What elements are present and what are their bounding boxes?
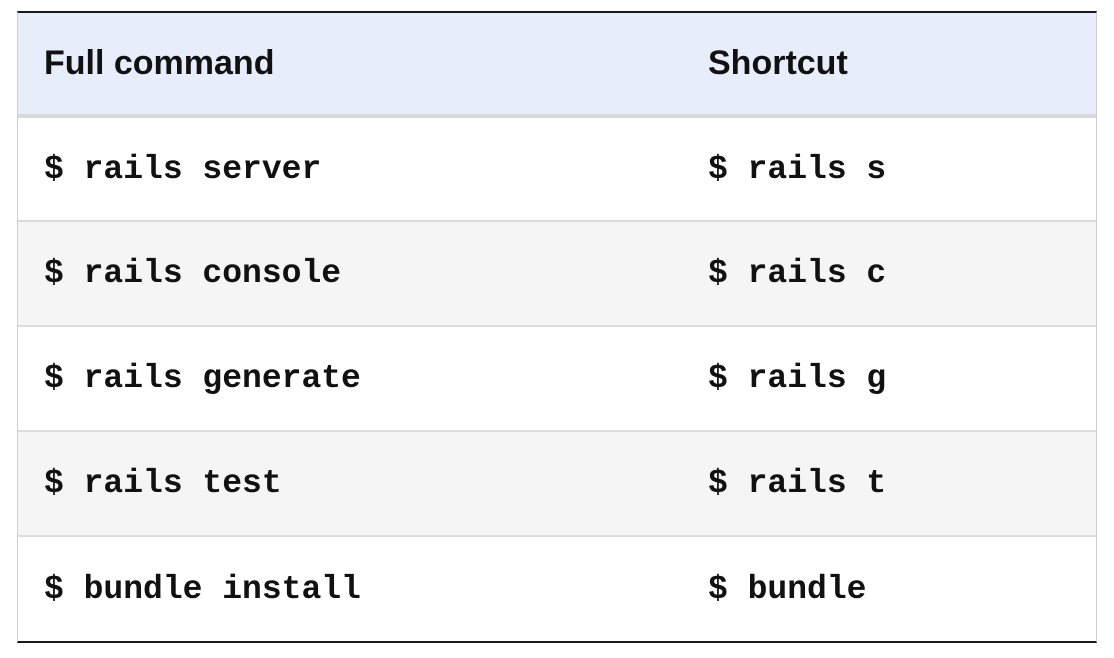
shortcut-cell: $ rails g — [708, 360, 887, 397]
table-row: $ rails console $ rails c — [18, 221, 1096, 326]
shortcut-cell: $ rails s — [708, 150, 887, 188]
table-row: $ rails test $ rails t — [18, 431, 1096, 536]
table-row: $ rails server $ rails s — [18, 116, 1096, 221]
shortcut-cell: $ bundle — [708, 570, 867, 608]
full-command-cell: $ rails console — [44, 255, 342, 292]
full-command-cell: $ rails generate — [44, 360, 361, 397]
table-row: $ rails generate $ rails g — [18, 326, 1096, 431]
shortcut-cell: $ rails t — [708, 465, 887, 502]
full-command-cell: $ rails test — [44, 465, 282, 502]
full-command-cell: $ bundle install — [44, 570, 361, 608]
header-shortcut: Shortcut — [708, 44, 848, 82]
table-header-row: Full command Shortcut — [18, 13, 1096, 116]
full-command-cell: $ rails server — [44, 150, 322, 188]
table-body: $ rails server $ rails s $ rails console… — [18, 116, 1096, 641]
shortcut-cell: $ rails c — [708, 255, 887, 292]
header-full-command: Full command — [44, 44, 275, 82]
table-header: Full command Shortcut — [18, 13, 1096, 116]
commands-table-grid: Full command Shortcut $ rails server $ r… — [18, 13, 1096, 641]
table-row: $ bundle install $ bundle — [18, 536, 1096, 641]
command-table: Full command Shortcut $ rails server $ r… — [17, 11, 1097, 643]
